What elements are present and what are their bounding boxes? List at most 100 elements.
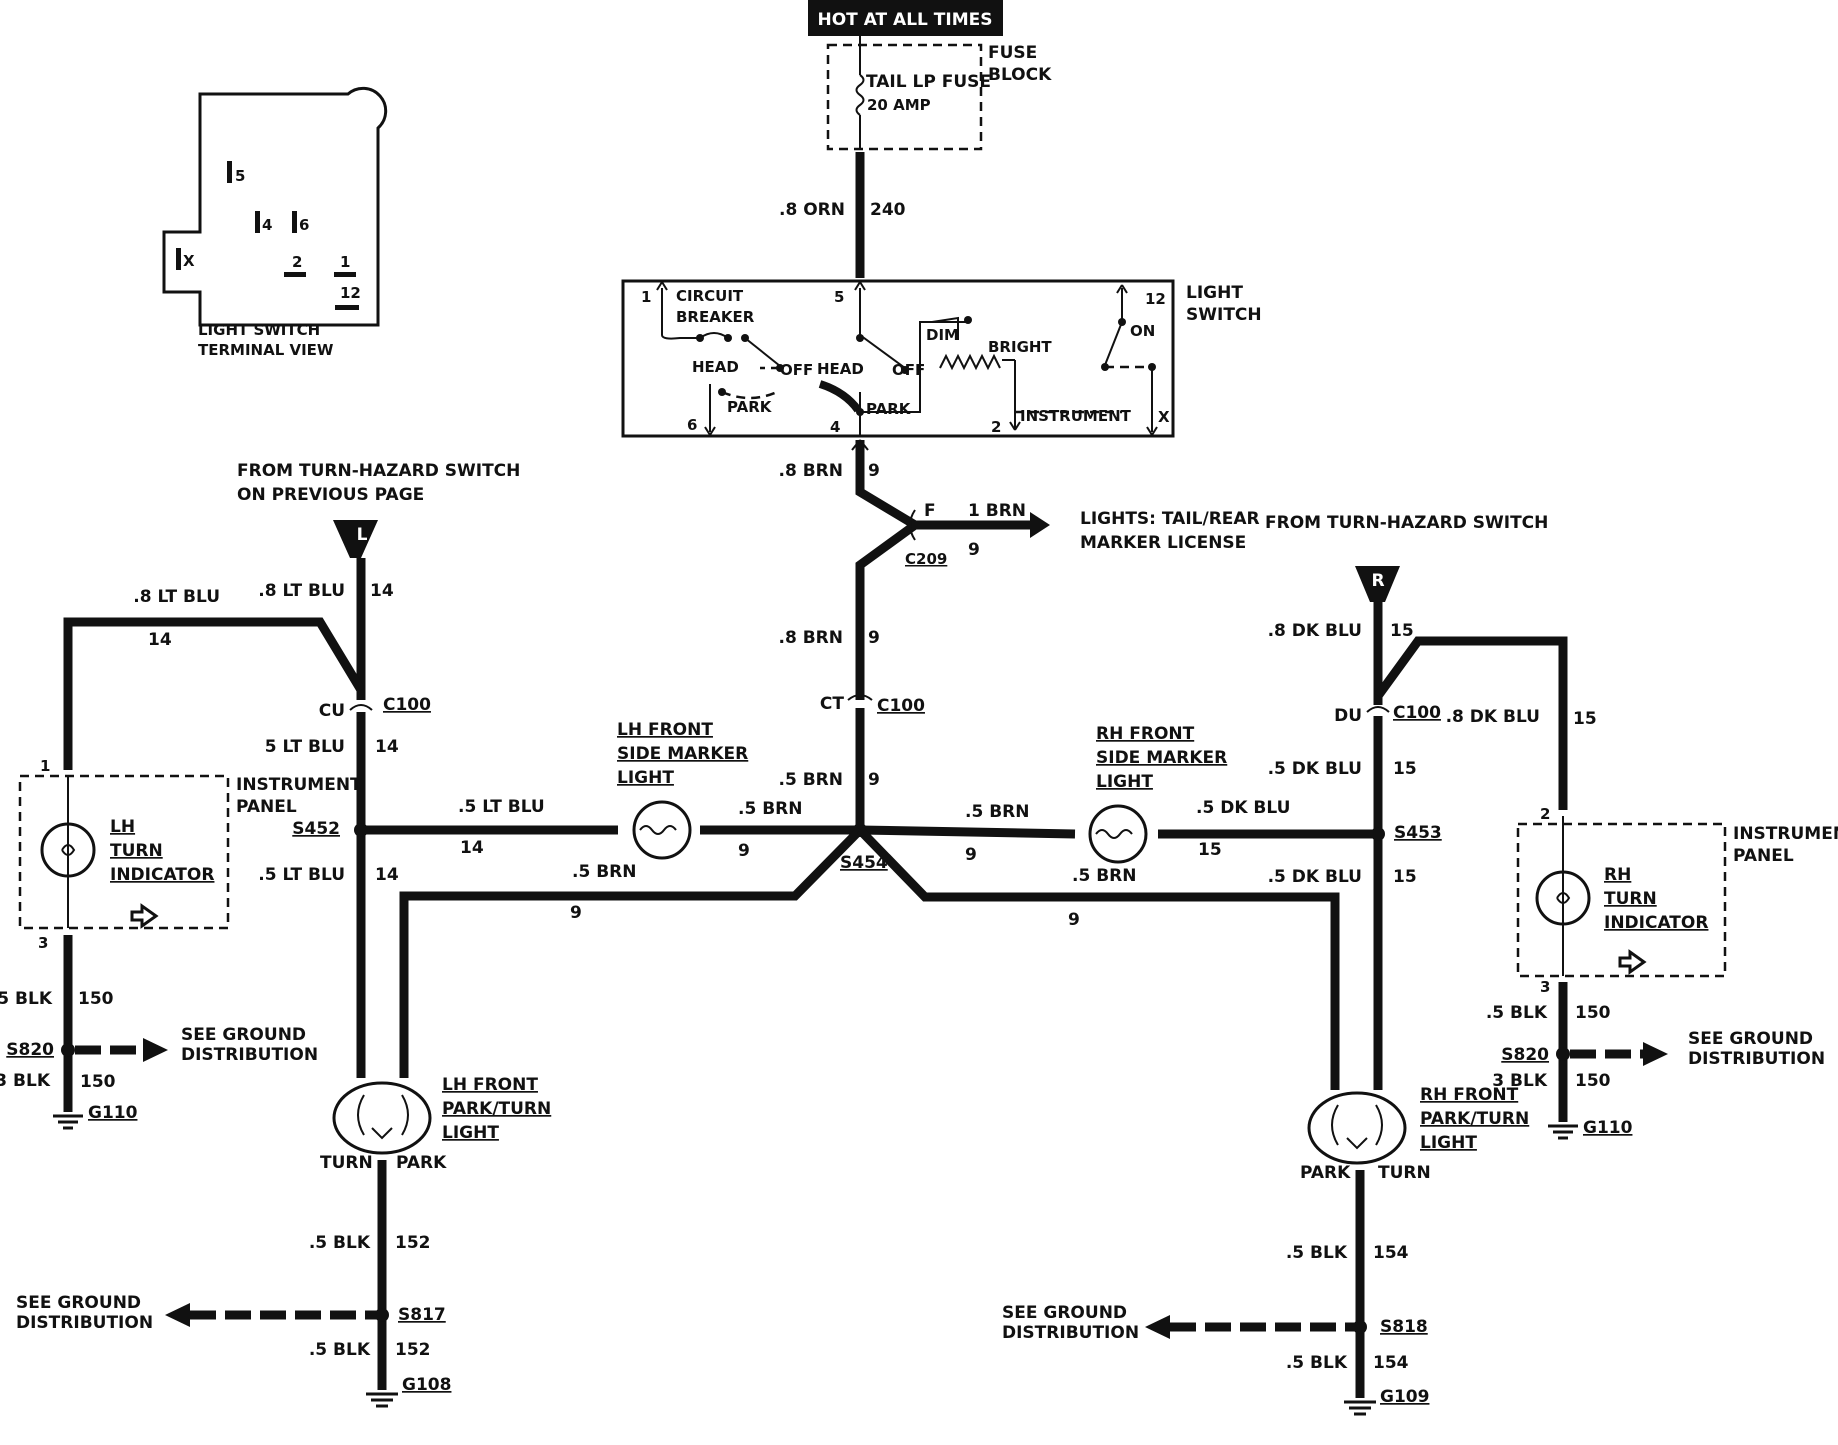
- left-from-2: ON PREVIOUS PAGE: [237, 485, 424, 505]
- rh-s820: S820: [1501, 1045, 1549, 1065]
- left-s452: S452: [292, 819, 340, 839]
- wire-orn-size: .8 ORN: [779, 200, 845, 220]
- lh-marker-out-circuit: 9: [738, 841, 750, 861]
- left-lt-blu-branch-circuit: 14: [148, 630, 172, 650]
- lh-marker-out-size: .5 BRN: [738, 799, 802, 819]
- lh-ind-2: TURN: [110, 841, 163, 861]
- rh-park-2: PARK/TURN: [1420, 1109, 1529, 1129]
- left-connector-l: [333, 520, 378, 558]
- lh-marker-in-circuit: 14: [460, 838, 484, 858]
- rh-ip-2: PANEL: [1733, 846, 1794, 866]
- rh-ind-2: TURN: [1604, 889, 1657, 909]
- ls-pin-5: 5: [834, 288, 844, 306]
- left-from-1: FROM TURN-HAZARD SWITCH: [237, 461, 520, 481]
- rh-park-gnd2-size: .5 BLK: [1286, 1353, 1348, 1373]
- rh-park-gnd-size: .5 BLK: [1286, 1243, 1348, 1263]
- rh-ind-gnd2-circuit: 150: [1575, 1071, 1611, 1091]
- ls-park-2: PARK: [866, 400, 912, 418]
- ls-pin-x: X: [1158, 408, 1170, 426]
- lh-ind-see-1: SEE GROUND: [181, 1025, 306, 1045]
- left-lt-blu-branch: .8 LT BLU: [133, 587, 220, 607]
- lh-park-gnd2-size: .5 BLK: [309, 1340, 371, 1360]
- lh-ind-gnd2-circuit: 150: [80, 1072, 116, 1092]
- lh-see-ground-1: SEE GROUND: [16, 1293, 141, 1313]
- fuse-block-label-1: FUSE: [988, 43, 1037, 63]
- rh-park-feed-circuit: 9: [1068, 910, 1080, 930]
- lh-park-1: LH FRONT: [442, 1075, 538, 1095]
- tail-arrow: [1030, 512, 1050, 538]
- rh-park-feed-size: .5 BRN: [1072, 866, 1136, 886]
- rh-ind-gnd-circuit: 150: [1575, 1003, 1611, 1023]
- c100-center-connector: [847, 694, 873, 701]
- left-lt-blu-top-circuit: 14: [370, 581, 394, 601]
- lh-ind-gnd2-size: 3 BLK: [0, 1071, 51, 1091]
- rh-ind-see-2: DISTRIBUTION: [1688, 1049, 1825, 1069]
- lh-ind-pin-bot: 3: [38, 934, 48, 952]
- lh-park-feed-size: .5 BRN: [572, 862, 636, 882]
- right-dk-blu-top: .8 DK BLU: [1268, 621, 1362, 641]
- right-dk-blu-low-circuit: 15: [1393, 867, 1417, 887]
- rh-park-label: PARK: [1300, 1163, 1351, 1183]
- wire-orn-circuit: 240: [870, 200, 906, 220]
- rh-ind-3: INDICATOR: [1604, 913, 1708, 933]
- rh-arrow-icon: [1618, 949, 1647, 975]
- rh-marker-in-circuit: 9: [965, 845, 977, 865]
- rh-turn-label: TURN: [1378, 1163, 1431, 1183]
- c100-left-connector: [349, 704, 373, 711]
- right-dk-blu-mid-circuit: 15: [1393, 759, 1417, 779]
- lh-ind-gnd-size: .5 BLK: [0, 989, 53, 1009]
- left-lt-blu-mid: 5 LT BLU: [265, 737, 345, 757]
- left-lt-blu-mid-circuit: 14: [375, 737, 399, 757]
- terminal-view: 5 4 6 X 2 1 12 LIGHT SWITCH TERMINAL VIE…: [162, 86, 388, 359]
- c100-right-connector: [1366, 706, 1390, 713]
- right-dk-blu-branch: .8 DK BLU: [1446, 707, 1540, 727]
- splice-s820-left: [61, 1043, 75, 1057]
- center-c100: C100: [877, 696, 925, 716]
- rh-ind-1: RH: [1604, 865, 1631, 885]
- left-branch: FROM TURN-HAZARD SWITCH ON PREVIOUS PAGE…: [18, 461, 864, 1408]
- tail-dest-1: LIGHTS: TAIL/REAR: [1080, 509, 1260, 529]
- right-dk-blu-top-circuit: 15: [1390, 621, 1414, 641]
- right-dk-blu-mid: .5 DK BLU: [1268, 759, 1362, 779]
- lh-ind-pin-top: 1: [40, 757, 50, 775]
- right-s453: S453: [1394, 823, 1442, 843]
- fuse-name: TAIL LP FUSE: [866, 72, 991, 92]
- tv-pin-2: 2: [292, 253, 302, 271]
- wire-brn-top-circuit: 9: [868, 461, 880, 481]
- ls-pin-1: 1: [641, 288, 651, 306]
- lh-side-marker-bulb: [632, 800, 692, 860]
- lh-park-gnd2-circuit: 152: [395, 1340, 431, 1360]
- rh-g109: G109: [1380, 1387, 1429, 1407]
- lh-turn-label: TURN: [320, 1153, 373, 1173]
- ground-g110-right-icon: [1548, 1124, 1578, 1140]
- fuse-rating: 20 AMP: [867, 96, 931, 114]
- ls-on: ON: [1130, 322, 1155, 340]
- left-conn-letter: L: [357, 525, 368, 545]
- ls-instrument: INSTRUMENT: [1020, 407, 1132, 425]
- terminal-view-title-1: LIGHT SWITCH: [198, 321, 320, 339]
- c209-pin: F: [924, 501, 936, 521]
- lh-ip-1: INSTRUMENT: [236, 775, 362, 795]
- right-dk-blu-low: .5 DK BLU: [1268, 867, 1362, 887]
- lh-ind-see-2: DISTRIBUTION: [181, 1045, 318, 1065]
- lh-park-feed-circuit: 9: [570, 903, 582, 923]
- wire-tail-size: 1 BRN: [968, 501, 1026, 521]
- lh-marker-in-size: .5 LT BLU: [458, 797, 545, 817]
- ls-head-1: HEAD: [692, 358, 739, 376]
- tv-pin-6: 6: [299, 216, 309, 234]
- lh-ind-1: LH: [110, 817, 135, 837]
- lh-park-2: PARK/TURN: [442, 1099, 551, 1119]
- rh-ind-pin-bot: 3: [1540, 978, 1550, 996]
- lh-ind-3: INDICATOR: [110, 865, 214, 885]
- left-lt-blu-top: .8 LT BLU: [258, 581, 345, 601]
- center-trunk: [847, 439, 1050, 837]
- lh-park-label: PARK: [396, 1153, 447, 1173]
- rh-park-1: RH FRONT: [1420, 1085, 1519, 1105]
- hot-label: HOT AT ALL TIMES: [818, 10, 993, 30]
- c209-label: C209: [905, 550, 947, 568]
- rh-ip-1: INSTRUMENT: [1733, 824, 1838, 844]
- tv-pin-x: X: [183, 252, 195, 270]
- ls-head-2: HEAD: [817, 360, 864, 378]
- ls-off-2: OFF: [892, 361, 925, 379]
